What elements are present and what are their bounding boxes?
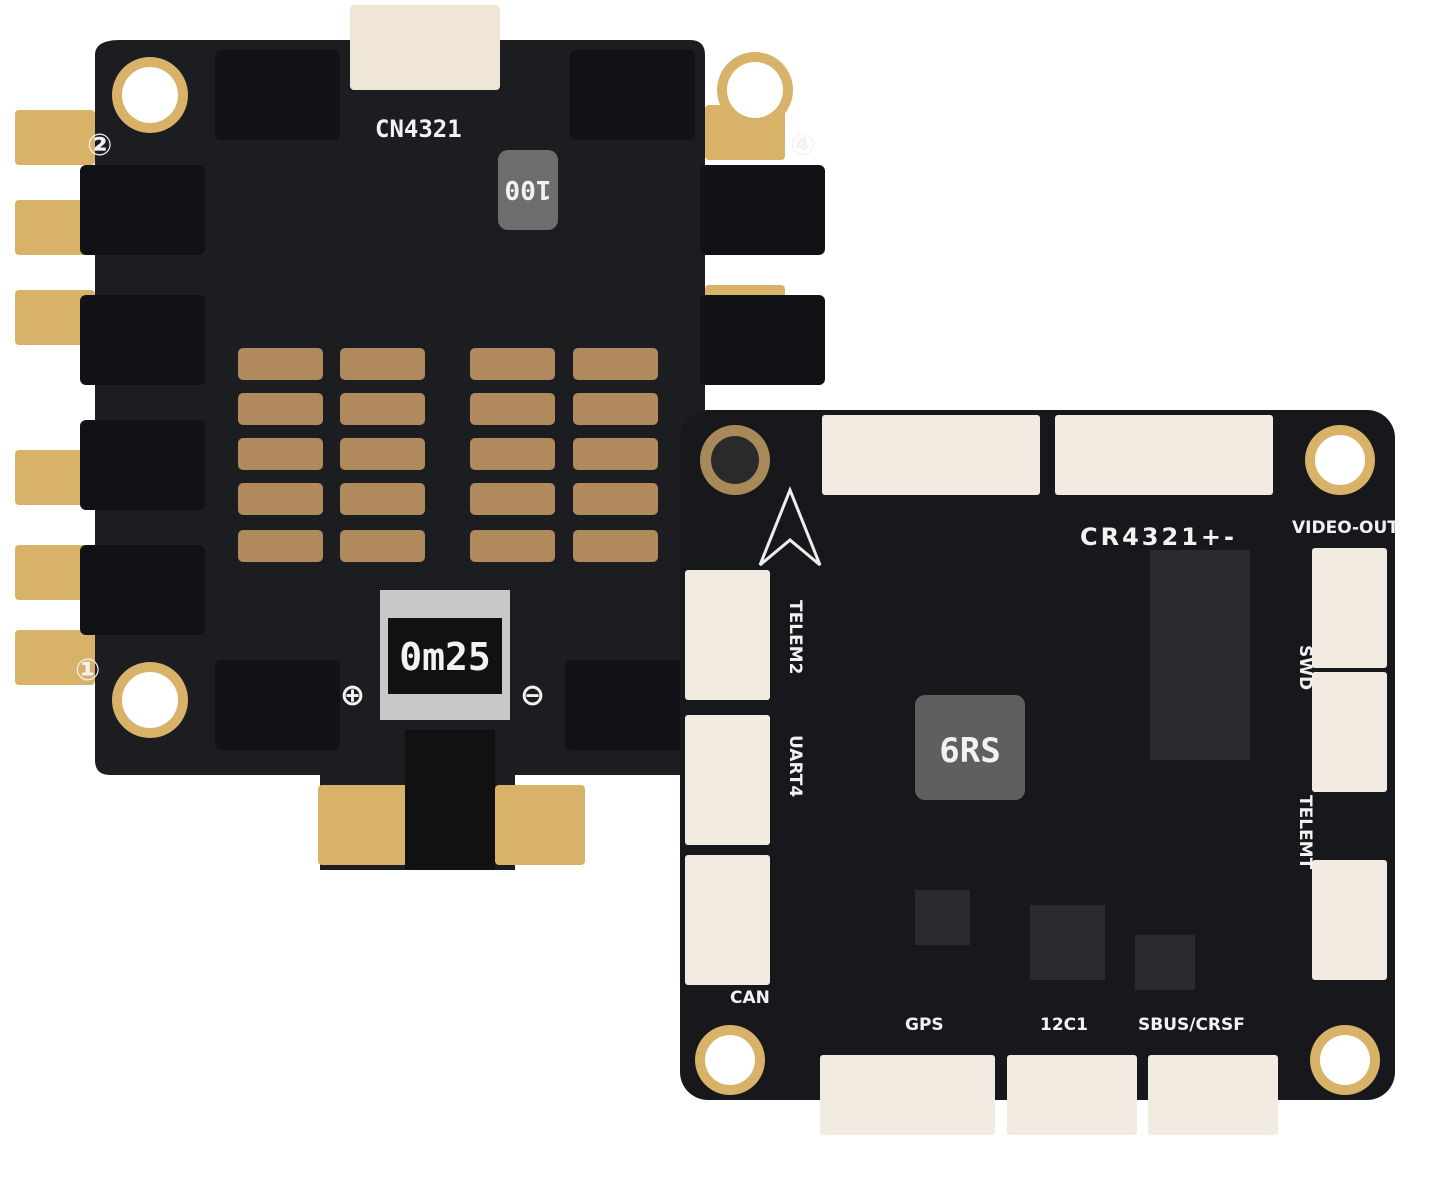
port-label-i2c1: 12C1 bbox=[1040, 1015, 1088, 1035]
solder-pad bbox=[15, 200, 95, 255]
solder-pad bbox=[15, 110, 95, 165]
capacitor bbox=[238, 438, 323, 470]
fc-connectors bbox=[685, 415, 1387, 1135]
mosfet bbox=[80, 545, 205, 635]
esc-connector bbox=[350, 5, 500, 90]
connector bbox=[1007, 1055, 1137, 1135]
connector bbox=[1148, 1055, 1278, 1135]
capacitor bbox=[573, 438, 658, 470]
motor-label-1: ① bbox=[75, 653, 100, 688]
capacitor bbox=[238, 348, 323, 380]
esc-board: 100 0m25 CN4321 ② ④ ① ⊕ ⊖ bbox=[15, 5, 825, 870]
capacitor bbox=[470, 438, 555, 470]
inductor bbox=[498, 150, 558, 230]
connector bbox=[1312, 860, 1387, 980]
capacitor bbox=[340, 348, 425, 380]
capacitor bbox=[340, 393, 425, 425]
capacitor bbox=[238, 483, 323, 515]
capacitor bbox=[340, 530, 425, 562]
connector bbox=[685, 570, 770, 700]
capacitor bbox=[573, 348, 658, 380]
fc-inductor-label: 6RS bbox=[939, 731, 1000, 771]
capacitor bbox=[573, 483, 658, 515]
capacitor bbox=[470, 530, 555, 562]
port-label-telem2: TELEM2 bbox=[785, 600, 805, 674]
capacitor bbox=[238, 393, 323, 425]
capacitor bbox=[573, 530, 658, 562]
mosfet bbox=[80, 295, 205, 385]
connector bbox=[1312, 672, 1387, 792]
fc-board: 6RS CR4321+- VIDEO-OUT TELEM2 UART4 SWD … bbox=[680, 410, 1399, 1135]
mosfet bbox=[700, 165, 825, 255]
solder-pad bbox=[15, 545, 95, 600]
capacitor bbox=[470, 393, 555, 425]
port-label-swd: SWD bbox=[1295, 645, 1315, 690]
esc-connector-label: CN4321 bbox=[375, 115, 462, 143]
solder-pad bbox=[495, 785, 585, 865]
connector bbox=[1055, 415, 1273, 495]
port-label-sbus-crsf: SBUS/CRSF bbox=[1138, 1015, 1245, 1035]
port-label-telemt: TELEMT bbox=[1295, 795, 1315, 870]
mosfet bbox=[80, 420, 205, 510]
capacitor-bank bbox=[238, 348, 658, 562]
port-label-gps: GPS bbox=[905, 1015, 944, 1035]
motor-label-4: ④ bbox=[790, 128, 815, 163]
mosfet bbox=[80, 165, 205, 255]
connector bbox=[1312, 548, 1387, 668]
mosfet bbox=[700, 295, 825, 385]
shunt-label: 0m25 bbox=[399, 635, 491, 679]
inductor bbox=[915, 695, 1025, 800]
logo bbox=[758, 485, 822, 567]
motor-label-2: ② bbox=[87, 128, 112, 163]
minus-label: ⊖ bbox=[520, 678, 545, 713]
capacitor bbox=[238, 530, 323, 562]
connector bbox=[685, 855, 770, 985]
mosfet bbox=[570, 50, 695, 140]
mosfet bbox=[565, 660, 690, 750]
chip bbox=[1150, 550, 1250, 760]
solder-pad bbox=[15, 450, 95, 505]
capacitor bbox=[340, 438, 425, 470]
connector bbox=[820, 1055, 995, 1135]
fc-connector-label: CR4321+- bbox=[1080, 523, 1237, 551]
mosfets bbox=[80, 50, 825, 750]
inductor-label: 100 bbox=[505, 174, 552, 204]
solder-pad bbox=[15, 630, 95, 685]
mosfet bbox=[215, 660, 340, 750]
capacitor bbox=[573, 393, 658, 425]
connector bbox=[685, 715, 770, 845]
plus-label: ⊕ bbox=[340, 678, 365, 713]
solder-pad bbox=[318, 785, 408, 865]
port-label-can: CAN bbox=[730, 988, 770, 1008]
capacitor bbox=[470, 483, 555, 515]
mosfet bbox=[215, 50, 340, 140]
solder-pad bbox=[15, 290, 95, 345]
port-label-video-out: VIDEO-OUT bbox=[1292, 518, 1399, 538]
capacitor bbox=[340, 483, 425, 515]
port-label-uart4: UART4 bbox=[785, 735, 805, 797]
connector bbox=[822, 415, 1040, 495]
capacitor bbox=[470, 348, 555, 380]
